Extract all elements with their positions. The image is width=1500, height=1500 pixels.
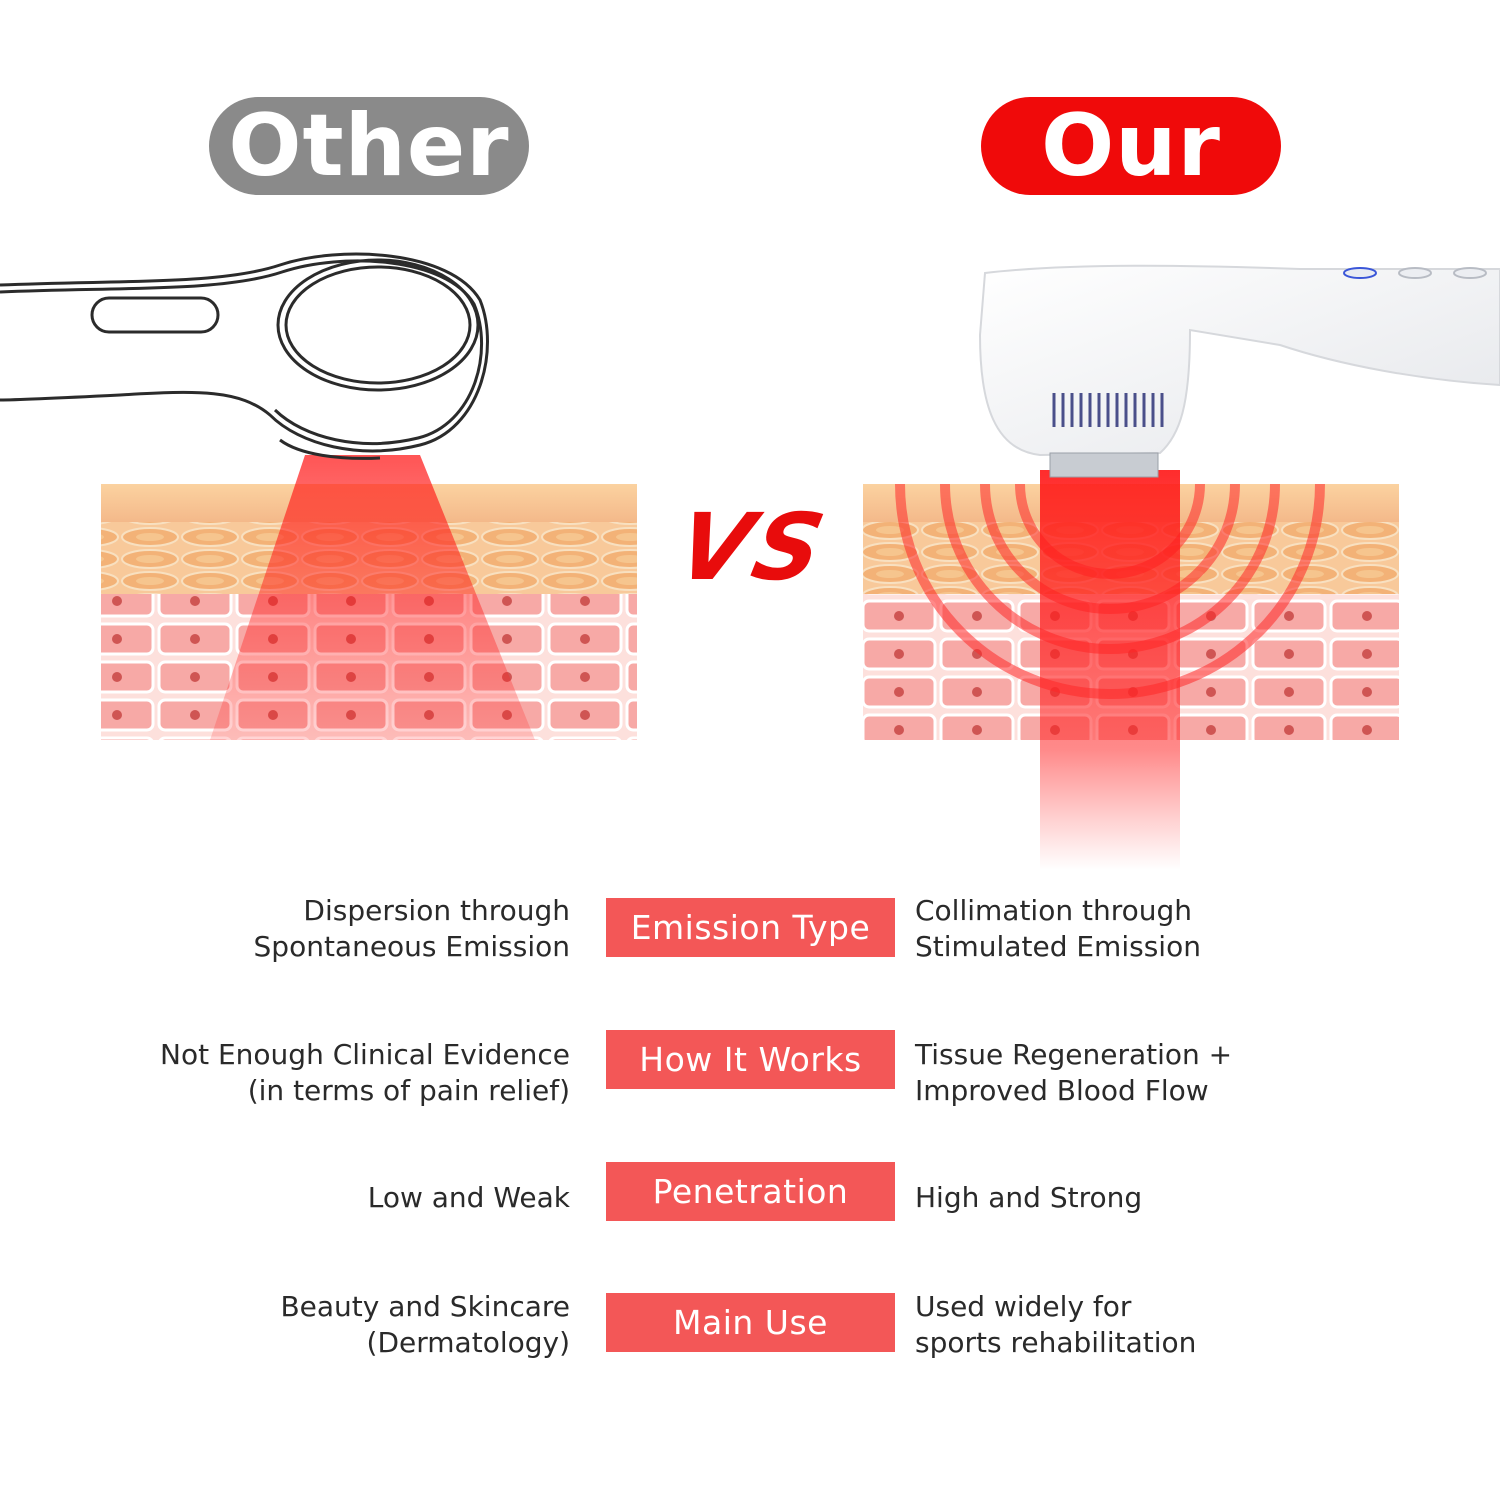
our-emission-text: Collimation through Stimulated Emission: [915, 894, 1201, 963]
skin-layers-collimated-graphic: [863, 264, 1500, 870]
our-how-it-works-text: Tissue Regeneration + Improved Blood Flo…: [915, 1038, 1233, 1107]
other-device-illustration: [0, 240, 640, 760]
our-label-badge: Our: [981, 96, 1281, 196]
other-label-badge: Other: [209, 96, 529, 196]
emission-type-label: Emission Type: [606, 898, 895, 957]
our-device-illustration: [860, 255, 1500, 895]
vs-label: VS: [668, 494, 837, 601]
skin-layers-dispersion-graphic: [0, 252, 637, 740]
how-it-works-label: How It Works: [606, 1030, 895, 1089]
other-penetration-text: Low and Weak: [367, 1181, 570, 1214]
other-emission-text: Dispersion through Spontaneous Emission: [253, 894, 570, 963]
penetration-label: Penetration: [606, 1162, 895, 1221]
our-penetration-text: High and Strong: [915, 1181, 1143, 1214]
main-use-label: Main Use: [606, 1293, 895, 1352]
our-main-use-text: Used widely for sports rehabilitation: [915, 1290, 1197, 1359]
other-main-use-text: Beauty and Skincare (Dermatology): [280, 1290, 570, 1359]
other-how-it-works-text: Not Enough Clinical Evidence (in terms o…: [160, 1038, 570, 1107]
